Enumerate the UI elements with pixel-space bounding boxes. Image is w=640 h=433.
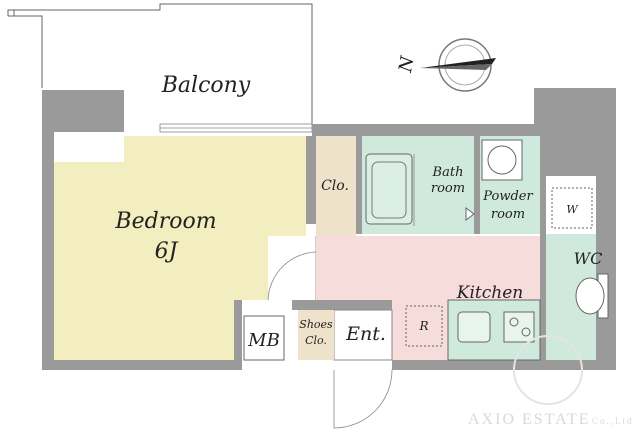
watermark-brand: AXIO ESTATE [468,411,590,428]
balcony-area [7,3,313,133]
kitchen-floor [316,236,540,300]
entrance-door-swing [333,369,393,429]
bedroom-label: Bedroom [114,209,216,234]
kitchen-floor-lower [392,300,448,360]
bedroom-size-label: 6J [155,239,179,264]
kitchen-label: Kitchen [456,283,523,303]
bath-door-marker [465,207,475,221]
bedroom-floor [54,136,306,360]
wc-label: WC [574,249,603,268]
sink [457,311,491,343]
bath-label-2: room [431,181,465,196]
mb-label: MB [247,330,280,351]
toilet-bowl [575,277,605,315]
shoes-closet-floor [298,310,334,360]
balcony-label: Balcony [161,73,251,98]
closet-floor [316,136,356,236]
watermark-suffix: Co.,Ltd [592,416,634,426]
powder-label-2: room [491,207,525,222]
entrance-label: Ent. [345,323,386,345]
compass [420,38,496,92]
mb-box [243,315,285,361]
shoes-label-2: Clo. [305,334,327,347]
wash-basin [481,139,523,181]
walls [42,88,616,370]
powder-label: Powder [482,189,533,204]
compass-north-label: N [395,53,419,74]
bedroom-door-swing [267,251,317,301]
shoes-label: Shoes [299,318,333,331]
watermark-logo [513,335,583,405]
fridge-label: R [418,319,428,333]
bath-label: Bath [432,165,464,180]
stove [503,311,535,343]
fridge-space [405,305,443,347]
bathtub [365,153,413,225]
compass-arrow [420,58,496,68]
closet-label: Clo. [321,178,349,194]
washer-space [551,187,593,229]
washer-label: W [566,203,579,216]
